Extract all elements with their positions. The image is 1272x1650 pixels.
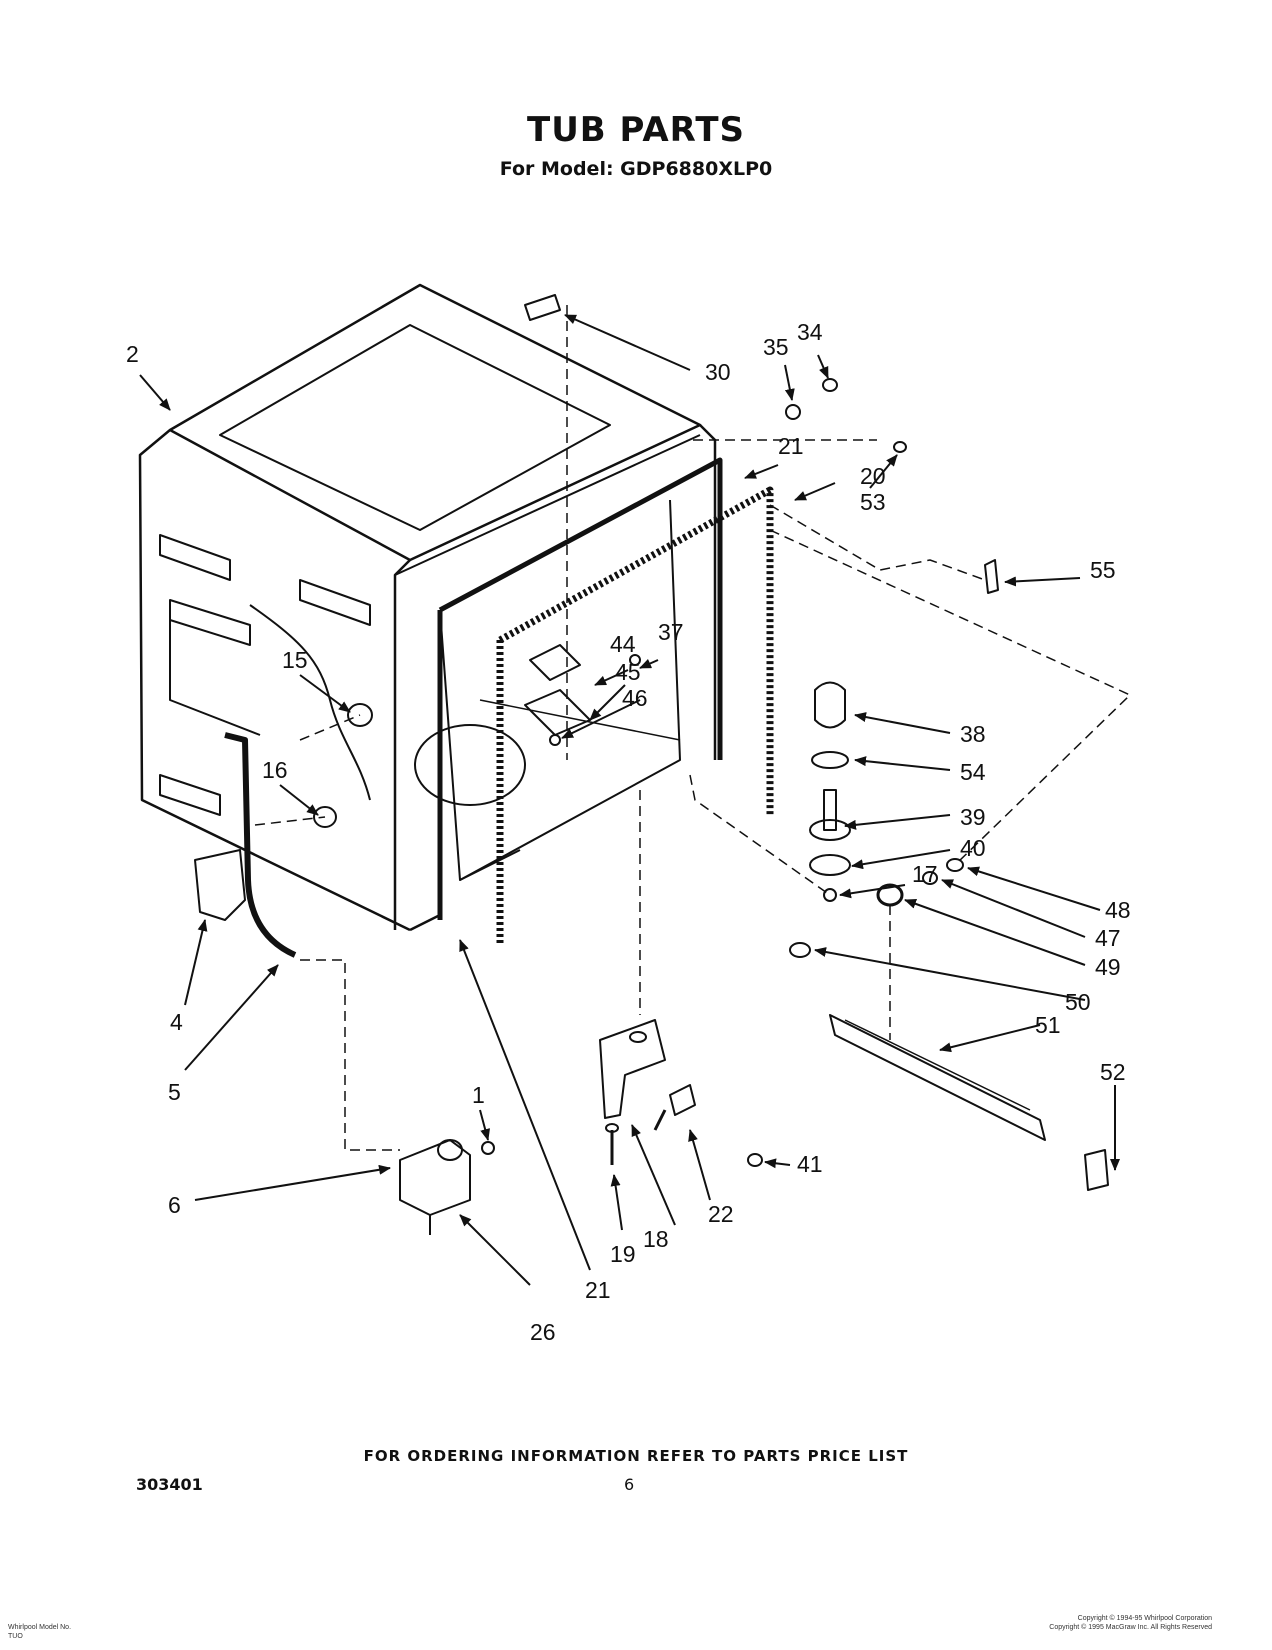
bracket-18 <box>599 1019 666 1119</box>
callout-52: 52 <box>1100 1059 1126 1085</box>
callout-labels: 2 30 34 35 21 20 53 55 15 16 44 37 45 46… <box>126 319 1131 1345</box>
float-assembly <box>809 681 851 876</box>
door-gasket <box>437 457 774 945</box>
callout-26: 26 <box>530 1319 556 1345</box>
fasteners-top <box>785 378 907 453</box>
callout-2: 2 <box>126 341 139 367</box>
model-subtitle: For Model: GDP6880XLP0 <box>499 158 773 180</box>
nut-16 <box>313 806 337 828</box>
callout-49: 49 <box>1095 954 1121 980</box>
callout-41: 41 <box>797 1151 823 1177</box>
callout-47: 47 <box>1095 925 1121 951</box>
callout-40: 40 <box>960 835 986 861</box>
callout-21-top: 21 <box>778 433 804 459</box>
callout-18: 18 <box>643 1226 669 1252</box>
callout-5: 5 <box>168 1079 181 1105</box>
assembly-lines <box>254 305 1131 1151</box>
copyright-line-1: Copyright © 1994-95 Whirlpool Corporatio… <box>1077 1615 1212 1622</box>
callout-34: 34 <box>797 319 823 345</box>
fine-print-left: Whirlpool Model No. TUO <box>8 1623 71 1641</box>
callout-4: 4 <box>170 1009 183 1035</box>
callout-30: 30 <box>705 359 731 385</box>
callout-6: 6 <box>168 1192 181 1218</box>
callout-15: 15 <box>282 647 308 673</box>
callout-53: 53 <box>860 489 886 515</box>
copyright-notice: Copyright © 1994-95 Whirlpool Corporatio… <box>1049 1614 1212 1632</box>
clip-55 <box>984 559 999 594</box>
callout-48: 48 <box>1105 897 1131 923</box>
screw-41 <box>747 1153 763 1167</box>
callout-16: 16 <box>262 757 288 783</box>
screw-19 <box>605 1123 619 1165</box>
hinge-parts <box>789 858 964 958</box>
callout-50: 50 <box>1065 989 1091 1015</box>
vent-4 <box>194 849 246 921</box>
callout-55: 55 <box>1090 557 1116 583</box>
fine-print-left-line-2: TUO <box>8 1633 23 1640</box>
fill-valve <box>399 1139 495 1235</box>
callout-22: 22 <box>708 1201 734 1227</box>
switch-22 <box>653 1084 696 1131</box>
screw-46 <box>549 734 561 746</box>
plate-44 <box>529 644 581 681</box>
leader-lines <box>139 314 1120 1286</box>
hose-5 <box>224 732 297 958</box>
callout-17: 17 <box>912 861 938 887</box>
callout-38: 38 <box>960 721 986 747</box>
document-number: 303401 <box>136 1475 203 1494</box>
callout-44: 44 <box>610 631 636 657</box>
page-number: 6 <box>624 1475 635 1494</box>
copyright-line-2: Copyright © 1995 MacGraw Inc. All Rights… <box>1049 1624 1212 1631</box>
hinge-arm-51 <box>829 1014 1046 1141</box>
hinge-bracket-30 <box>524 294 561 321</box>
callout-35: 35 <box>763 334 789 360</box>
page-title: TUB PARTS <box>527 110 745 150</box>
callout-54: 54 <box>960 759 986 785</box>
fine-print-left-line-1: Whirlpool Model No. <box>8 1624 72 1631</box>
callout-21-bottom: 21 <box>585 1277 611 1303</box>
catch-52 <box>1084 1149 1109 1191</box>
callout-45: 45 <box>615 659 641 685</box>
callout-37: 37 <box>658 619 684 645</box>
tub-body <box>138 283 717 932</box>
ordering-note: FOR ORDERING INFORMATION REFER TO PARTS … <box>363 1447 909 1465</box>
callout-1: 1 <box>472 1082 485 1108</box>
callout-19: 19 <box>610 1241 636 1267</box>
nut-15 <box>347 703 373 727</box>
callout-46: 46 <box>622 685 648 711</box>
callout-51: 51 <box>1035 1012 1061 1038</box>
callout-39: 39 <box>960 804 986 830</box>
callout-20: 20 <box>860 463 886 489</box>
